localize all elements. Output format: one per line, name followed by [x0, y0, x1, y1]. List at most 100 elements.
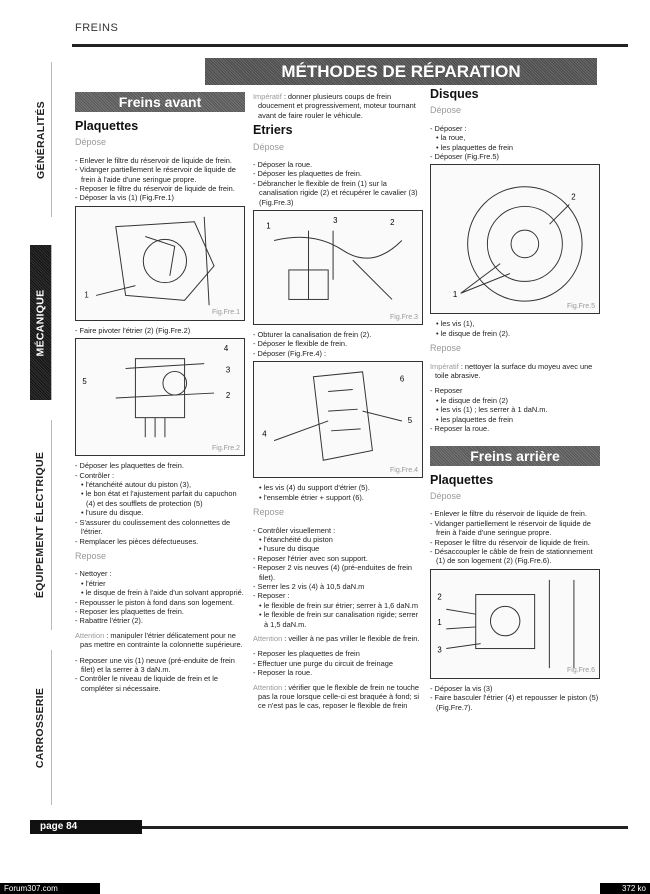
svg-text:5: 5 [82, 377, 87, 386]
column-3: Disques Dépose - Déposer : • la roue, • … [430, 87, 600, 712]
header-rule [72, 44, 628, 47]
sub-step: • l'étanchéité du piston [259, 534, 333, 544]
note-text: : vérifier que le flexible de frein ne t… [258, 682, 420, 711]
sub-step: • le bon état et l'ajustement parfait du… [81, 489, 237, 508]
step: - Effectuer une purge du circuit de frei… [253, 658, 393, 668]
heading-plaquettes: Plaquettes [75, 119, 139, 133]
step: - Reposer : [253, 591, 290, 601]
svg-text:1: 1 [266, 222, 270, 231]
step: - Vidanger partiellement le réservoir de… [430, 518, 591, 538]
svg-text:6: 6 [400, 375, 405, 384]
site-link[interactable]: Forum307.com [0, 883, 100, 894]
subheading-repose: Repose [253, 507, 285, 518]
imperatif-note: Impératif : donner plusieurs coups de fr… [253, 92, 423, 120]
figure-caption: Fig.Fre.5 [566, 303, 595, 311]
attention-note: Attention : veiller à ne pas vriller le … [253, 634, 423, 643]
step: - Reposer 2 vis neuves (4) (pré-enduites… [253, 563, 412, 582]
sub-step: • les plaquettes de frein [436, 142, 513, 152]
step: - Reposer les plaquettes de frein [253, 649, 360, 659]
running-header: FREINS [75, 22, 119, 34]
svg-text:1: 1 [453, 291, 457, 300]
step: - Déposer les plaquettes de frein. [253, 169, 362, 179]
tab-mecanique[interactable]: MÉCANIQUE [30, 245, 52, 400]
tab-label: ÉQUIPEMENT ÉLECTRIQUE [34, 451, 47, 599]
sub-step: • l'usure du disque. [81, 508, 144, 518]
step: - Reposer l'étrier avec son support. [253, 553, 368, 563]
sub-step: • le disque de frein (2) [436, 395, 509, 405]
page-number: page 84 [30, 820, 142, 834]
subheading-depose: Dépose [253, 141, 285, 152]
note-label: Attention [253, 682, 283, 692]
svg-text:3: 3 [437, 645, 442, 654]
page-title: MÉTHODES DE RÉPARATION [205, 58, 597, 85]
sub-step: • les vis (1) ; les serrer à 1 daN.m. [436, 405, 548, 415]
attention-note: Attention : manipuler l'étrier délicatem… [75, 631, 245, 650]
tab-label: GÉNÉRALITÉS [34, 100, 47, 179]
step: - Faire pivoter l'étrier (2) (Fig.Fre.2) [75, 325, 191, 335]
figure-caption: Fig.Fre.2 [211, 444, 240, 452]
footer-rule [142, 826, 628, 829]
step: - S'assurer du coulissement des colonnet… [75, 517, 231, 537]
step: - Enlever le filtre du réservoir de liqu… [430, 509, 587, 519]
step: - Rabattre l'étrier (2). [75, 616, 143, 626]
step: - Reposer [430, 386, 463, 396]
brake-disc-illustration: 21 [453, 186, 583, 303]
caliper-support-illustration: 645 [262, 371, 413, 462]
note-text: : veiller à ne pas vriller le flexible d… [282, 633, 420, 643]
step: - Débrancher le flexible de frein (1) su… [253, 178, 418, 207]
step: - Déposer la vis (3) [430, 683, 493, 693]
column-1: Freins avant Plaquettes Dépose - Enlever… [75, 92, 245, 693]
tab-equipement-electrique[interactable]: ÉQUIPEMENT ÉLECTRIQUE [30, 420, 52, 630]
svg-text:4: 4 [224, 344, 229, 353]
svg-text:2: 2 [226, 391, 230, 400]
step: - Déposer les plaquettes de frein. [75, 461, 184, 471]
note-text: : nettoyer la surface du moyeu avec une … [435, 361, 593, 381]
figure-fre-1: 1 Fig.Fre.1 [75, 205, 245, 321]
svg-text:3: 3 [333, 216, 338, 225]
figure-caption: Fig.Fre.6 [566, 667, 595, 675]
sub-step: • le flexible de frein sur canalisation … [259, 610, 419, 629]
step: - Déposer (Fig.Fre.4) : [253, 348, 327, 358]
step: - Vidanger partiellement le réservoir de… [75, 165, 236, 184]
step: - Déposer : [430, 123, 467, 133]
svg-text:2: 2 [571, 193, 575, 202]
step: - Contrôler le niveau de liquide de frei… [75, 674, 218, 693]
sub-step: • l'étanchéité autour du piston (3), [81, 480, 191, 490]
step: - Repousser le piston à fond dans son lo… [75, 597, 234, 607]
subheading-repose: Repose [75, 550, 107, 561]
note-label: Impératif [430, 361, 459, 371]
step: - Remplacer les pièces défectueuses. [75, 536, 199, 546]
tab-label: CARROSSERIE [34, 687, 47, 768]
step: - Enlever le filtre du réservoir de liqu… [75, 155, 232, 165]
subheading-depose: Dépose [430, 490, 462, 501]
step: - Reposer le filtre du réservoir de liqu… [430, 537, 590, 547]
step: - Reposer le filtre du réservoir de liqu… [75, 184, 235, 194]
sub-step: • les plaquettes de frein [436, 414, 513, 424]
file-size: 372 ko [600, 883, 650, 894]
step: - Obturer la canalisation de frein (2). [253, 330, 372, 340]
figure-caption: Fig.Fre.1 [211, 309, 240, 317]
step: - Reposer les plaquettes de frein. [75, 606, 184, 616]
brake-caliper-illustration: 1 [84, 216, 215, 306]
sub-step: • l'étrier [81, 578, 106, 588]
step: - Reposer une vis (1) neuve (pré-enduite… [75, 655, 235, 674]
svg-text:5: 5 [408, 416, 413, 425]
note-label: Attention [253, 633, 283, 643]
tab-carrosserie[interactable]: CARROSSERIE [30, 650, 52, 805]
heading-plaquettes-arriere: Plaquettes [430, 472, 494, 487]
sub-step: • l'usure du disque [259, 544, 320, 554]
tab-generalites[interactable]: GÉNÉRALITÉS [30, 62, 52, 217]
note-text: : donner plusieurs coups de frein doucem… [258, 92, 416, 120]
step: - Reposer la roue. [253, 668, 313, 678]
note-label: Impératif [253, 92, 282, 101]
section-freins-arriere: Freins arrière [430, 445, 600, 466]
svg-text:1: 1 [437, 618, 441, 627]
note-text: : manipuler l'étrier délicatement pour n… [80, 630, 243, 650]
sub-step: • les vis (1), [436, 319, 475, 329]
subheading-repose: Repose [430, 343, 462, 354]
sub-step: • le flexible de frein sur étrier; serre… [259, 600, 419, 610]
